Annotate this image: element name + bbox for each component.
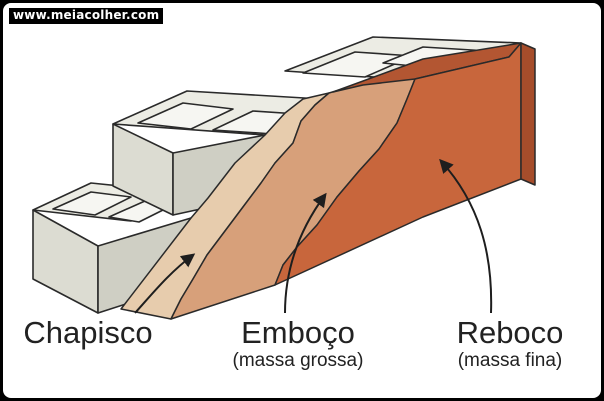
label-emboco-subtitle: (massa grossa) [232, 350, 364, 371]
lower-block-front [32, 209, 99, 314]
label-reboco-subtitle: (massa fina) [457, 350, 563, 371]
watermark: www.meiacolher.com [9, 8, 164, 24]
wall-cross-section-diagram [32, 36, 536, 320]
arrow-icon [134, 253, 196, 314]
lower-block-hole [52, 191, 132, 216]
label-emboco: Emboço [241, 315, 355, 350]
pointer-arrows [134, 158, 493, 314]
label-reboco: Reboco [456, 315, 564, 350]
middle-block-hole [137, 102, 234, 130]
figure-frame: www.meiacolher.com Chapisco Emboço (mass… [3, 3, 601, 398]
arrow-icon [439, 158, 493, 314]
label-chapisco: Chapisco [23, 315, 153, 350]
arrow-icon [284, 192, 327, 314]
reboco-edge [520, 42, 536, 186]
